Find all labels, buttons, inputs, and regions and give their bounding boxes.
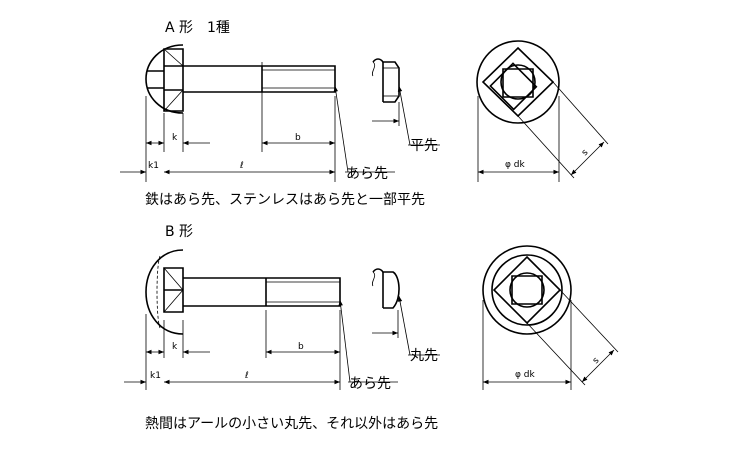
label-rough-b: あら先 (349, 376, 391, 392)
bolt-a-top-view: φ dk s (476, 40, 609, 182)
dim-k1-b: k1 (150, 371, 161, 381)
bolt-b-rough-tip: あら先 (338, 299, 398, 392)
dim-dk-a: φ dk (505, 160, 526, 170)
section-a-note: 鉄はあら先、ステンレスはあら先と一部平先 (145, 192, 425, 208)
bolt-b-side-view (145, 249, 341, 335)
section-b-title: B 形 (165, 224, 193, 240)
label-flat-a: 平先 (410, 138, 438, 154)
bolt-b-top-view: φ dk s (482, 245, 619, 390)
dim-s-a: s (580, 148, 591, 159)
dim-b-b: b (298, 342, 304, 352)
section-a-title: A 形 1種 (165, 20, 230, 36)
dim-k-a: k (172, 133, 178, 143)
dim-l-a: ℓ (239, 161, 244, 171)
label-rough-a: あら先 (346, 166, 388, 182)
bolt-a-side-view (145, 44, 336, 114)
dim-k-b: k (172, 342, 178, 352)
bolt-a-rough-tip: あら先 (333, 85, 395, 182)
dim-k1-a: k1 (148, 161, 159, 171)
bolt-a-flat-tip-detail: 平先 (371, 58, 440, 154)
dim-b-a: b (295, 133, 301, 143)
dim-dk-b: φ dk (515, 370, 536, 380)
bolt-a-dimensions: k1 k ℓ b (120, 96, 336, 182)
label-round-b: 丸先 (410, 348, 438, 364)
dim-s-b: s (591, 356, 602, 367)
bolt-b-round-tip-detail: 丸先 (371, 268, 440, 364)
bolt-b-dimensions: k1 k ℓ b (124, 310, 341, 390)
dim-l-b: ℓ (244, 371, 249, 381)
section-b-note: 熱間はアールの小さい丸先、それ以外はあら先 (145, 416, 438, 432)
